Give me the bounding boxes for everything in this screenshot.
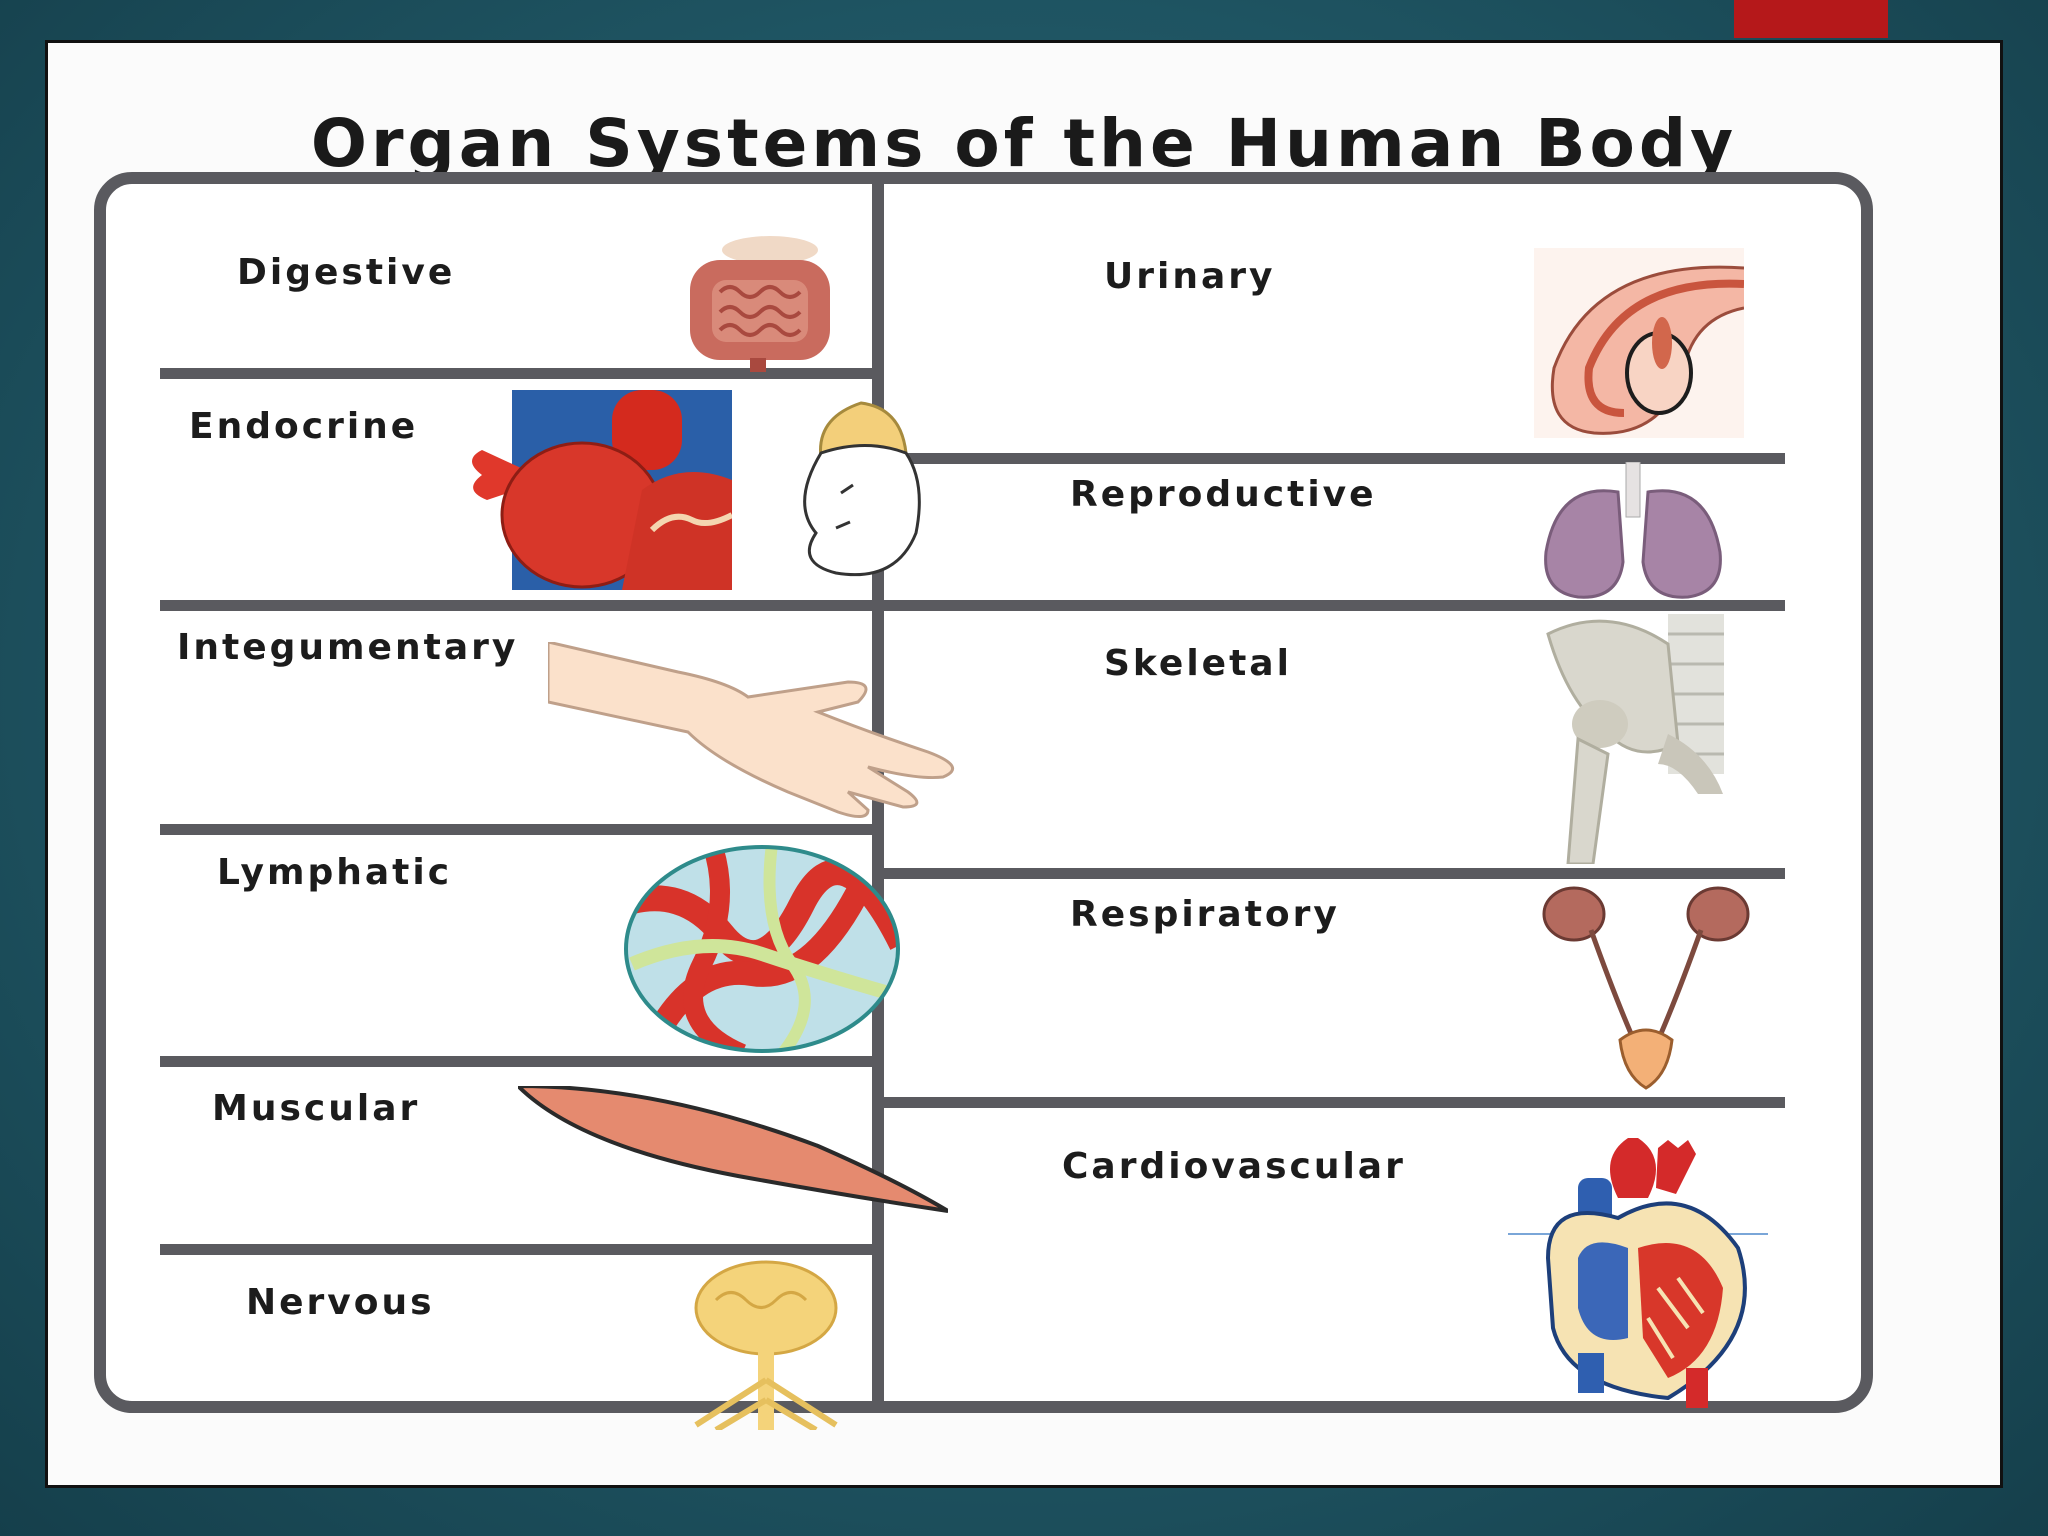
- lymph-node-icon: [624, 845, 900, 1053]
- system-label: Urinary: [1104, 256, 1276, 297]
- brain-nerves-icon: [694, 1260, 838, 1430]
- reproductive-organ-icon: [1534, 248, 1744, 438]
- intestines-icon: [690, 236, 830, 372]
- system-label: Muscular: [212, 1088, 421, 1129]
- skin-arm-icon: [548, 642, 955, 818]
- system-label: Integumentary: [177, 627, 519, 668]
- row-divider: [884, 1097, 1785, 1108]
- page-title: Organ Systems of the Human Body: [310, 105, 1738, 182]
- hip-bone-icon: [1546, 614, 1724, 864]
- system-label: Lymphatic: [217, 852, 453, 893]
- row-divider: [160, 600, 872, 611]
- kidneys-bladder-icon: [1542, 886, 1750, 1090]
- lungs-icon: [1544, 462, 1722, 599]
- row-divider: [160, 1244, 872, 1255]
- system-label: Nervous: [246, 1282, 435, 1323]
- accent-tab: [1734, 0, 1888, 38]
- muscle-icon: [518, 1086, 948, 1213]
- system-label: Skeletal: [1104, 643, 1292, 684]
- row-divider: [160, 824, 872, 835]
- system-label: Reproductive: [1070, 474, 1377, 515]
- row-divider: [160, 368, 872, 379]
- thyroid-adrenal-icon: [472, 390, 732, 590]
- row-divider: [884, 868, 1785, 879]
- system-label: Endocrine: [189, 406, 419, 447]
- row-divider: [884, 600, 1785, 611]
- row-divider: [160, 1056, 872, 1067]
- heart-icon: [1508, 1138, 1768, 1408]
- system-label: Respiratory: [1070, 894, 1340, 935]
- system-label: Cardiovascular: [1062, 1146, 1406, 1187]
- adrenal-gland-icon: [803, 401, 921, 577]
- system-label: Digestive: [237, 252, 456, 293]
- row-divider: [884, 453, 1785, 464]
